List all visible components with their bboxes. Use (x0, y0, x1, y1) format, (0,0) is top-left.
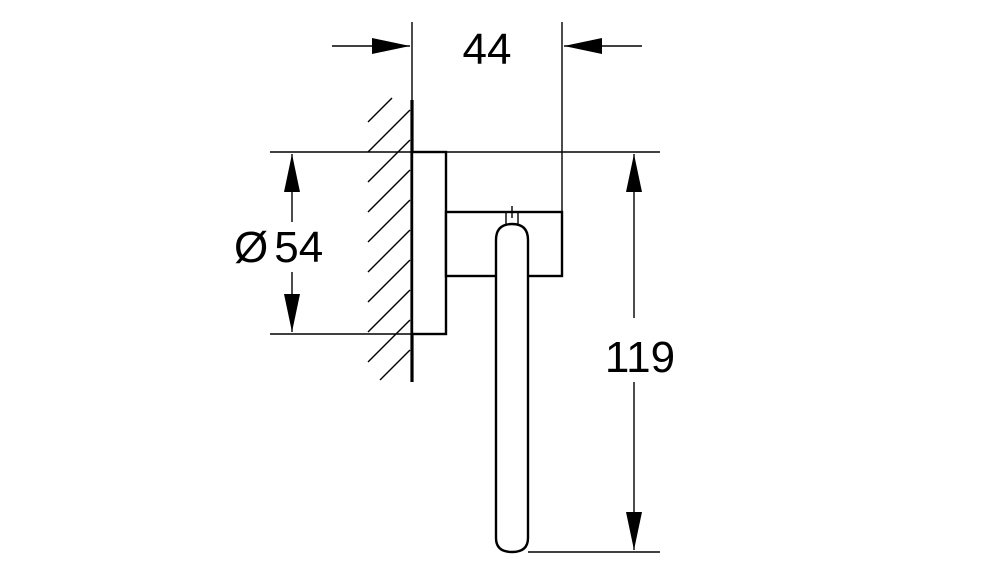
dimension-height: 119 (446, 151, 675, 553)
diameter-value: 54 (274, 223, 323, 272)
mounting-plate (410, 150, 448, 336)
wall-hatching (367, 97, 411, 381)
diameter-symbol: Ø (234, 223, 268, 272)
dimension-depth: 44 (332, 22, 642, 212)
dimension-depth-label: 44 (463, 25, 512, 74)
hanging-ring (494, 206, 530, 554)
dimension-height-label: 119 (605, 333, 675, 382)
